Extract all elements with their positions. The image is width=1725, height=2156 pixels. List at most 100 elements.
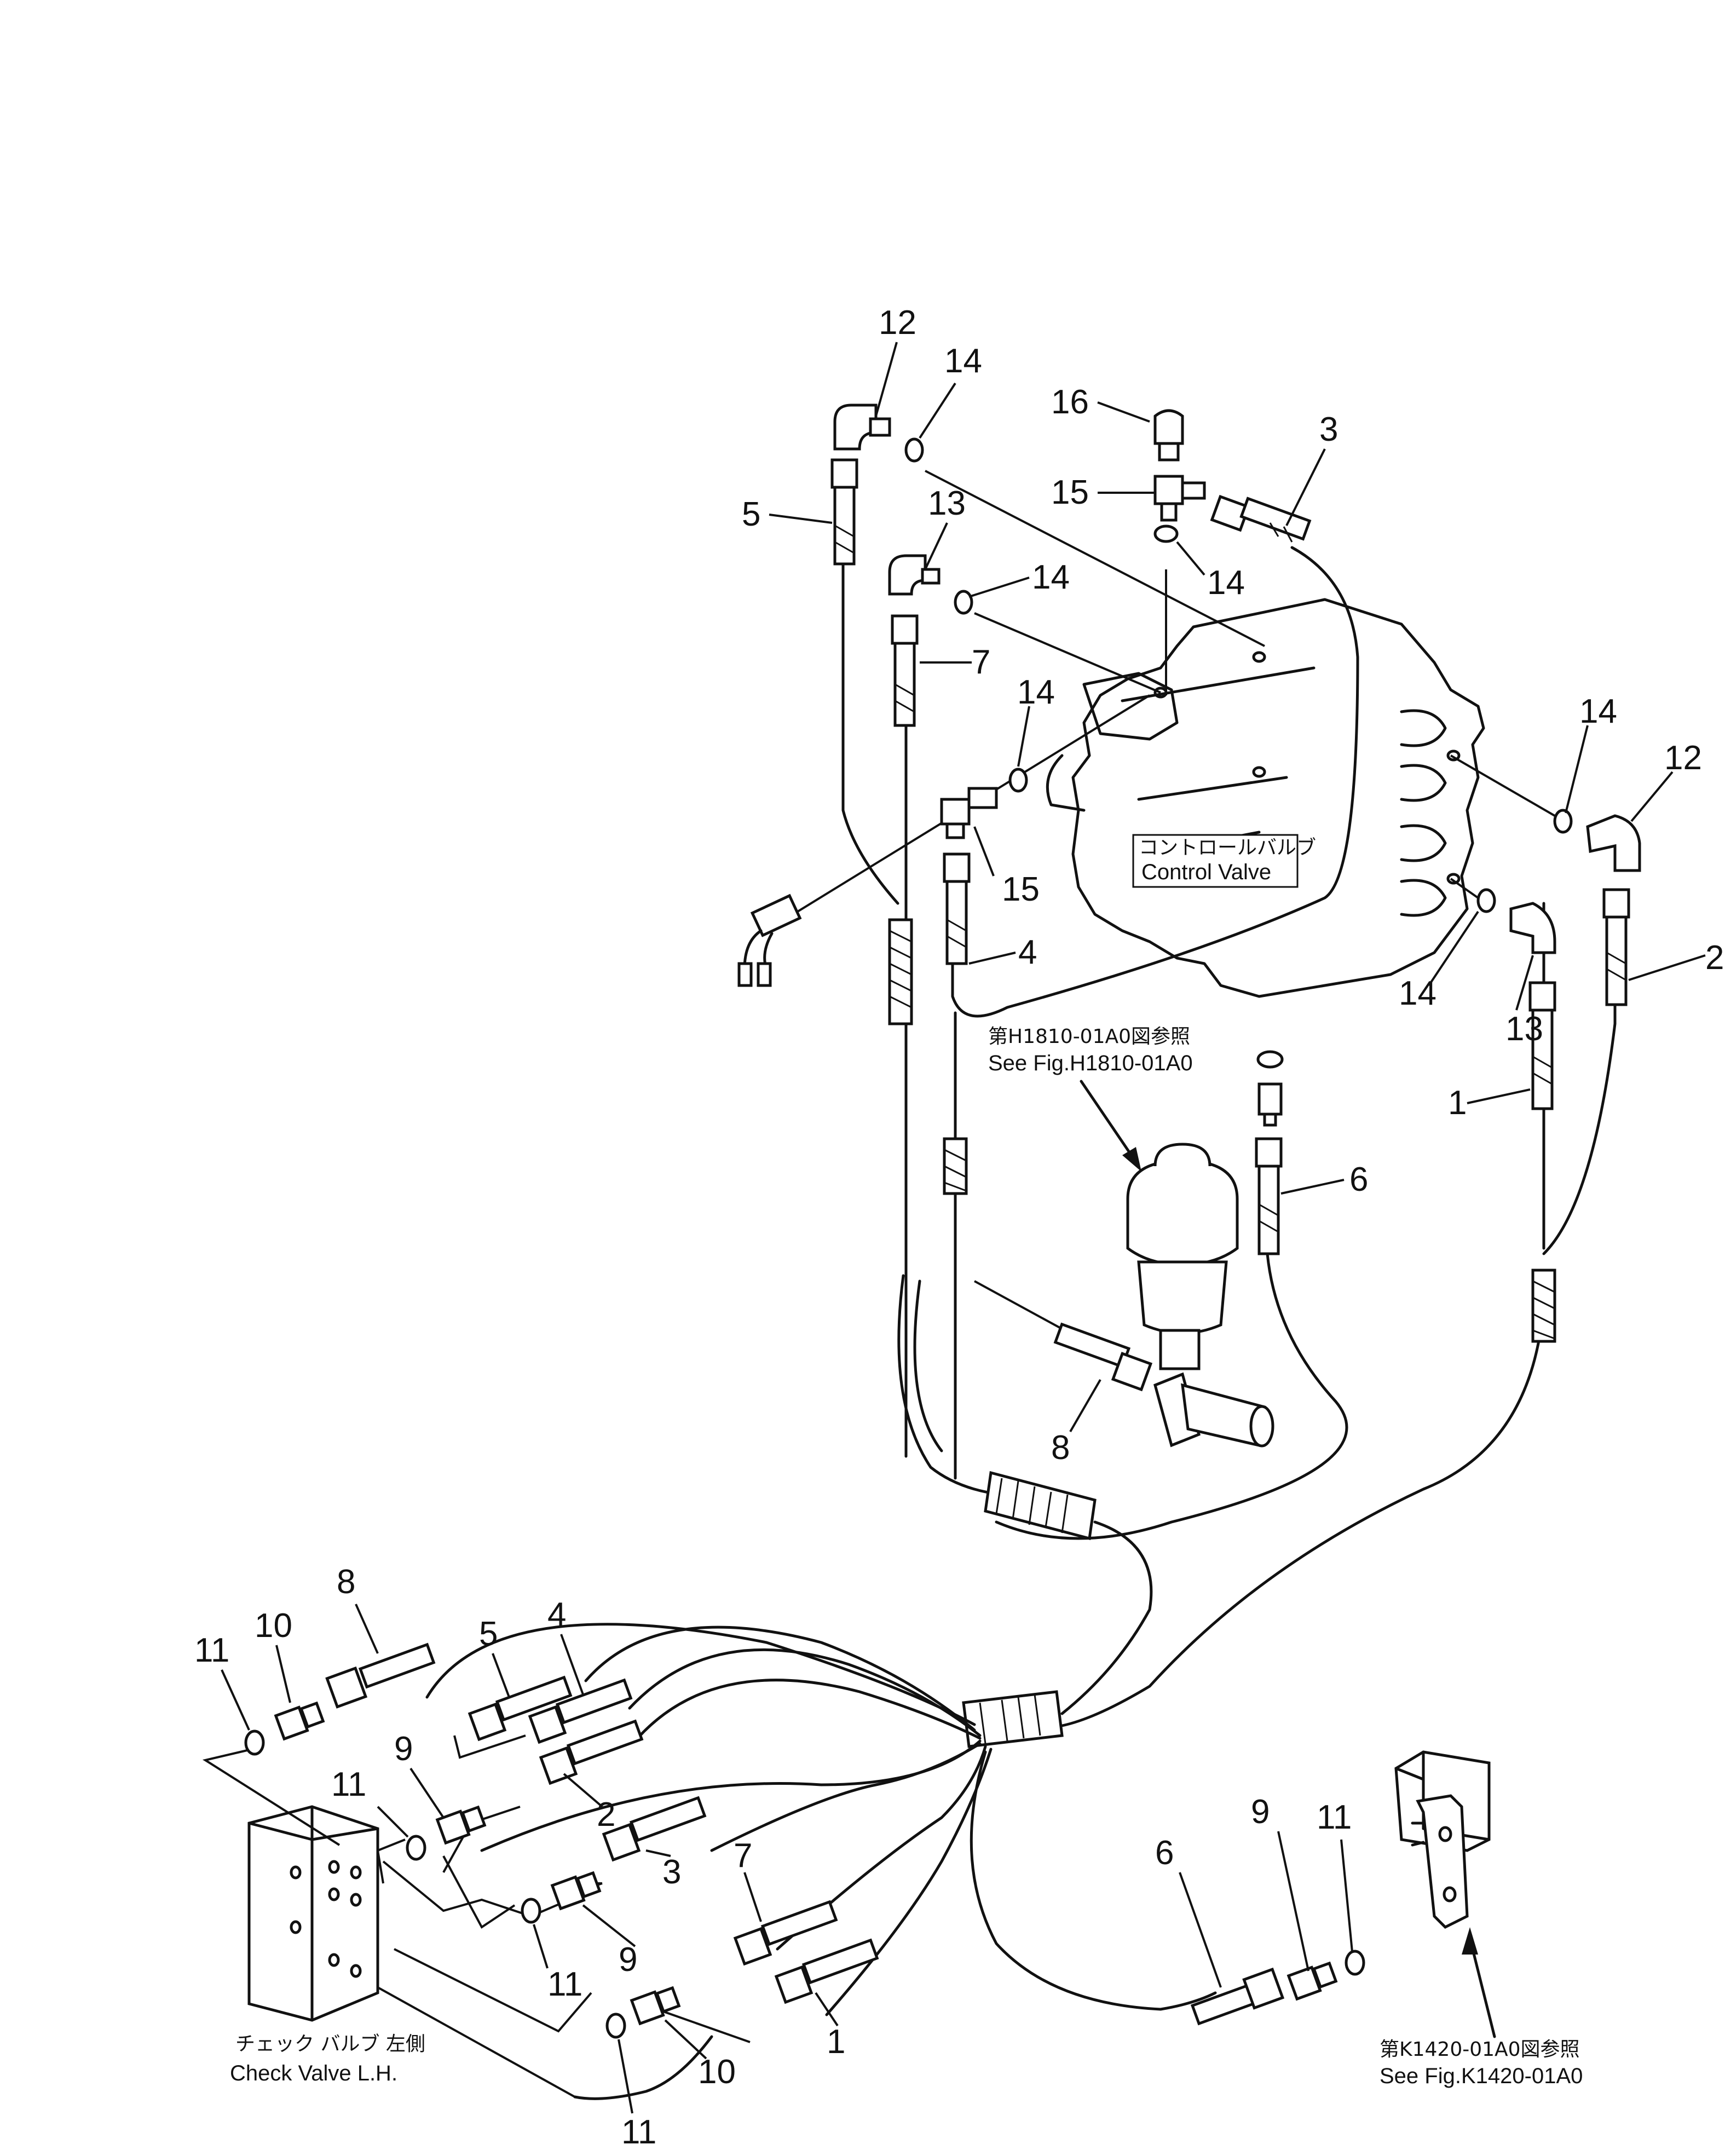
callout-4-upper: 4 xyxy=(1018,933,1037,971)
o-ring-14-f xyxy=(1476,888,1496,913)
hoses xyxy=(841,546,1617,1730)
ref-k1420-jp: 第K1420-01A0図参照 xyxy=(1380,2038,1580,2061)
callout-5-upper: 5 xyxy=(742,495,760,533)
callout-11-a: 11 xyxy=(194,1632,229,1669)
callout-10-lower: 10 xyxy=(698,2053,736,2091)
o-ring-11-c xyxy=(521,1898,541,1924)
hose-end-5-lower xyxy=(468,1675,573,1742)
check-valve-label: チェック バルブ 左側 Check Valve L.H. xyxy=(230,2033,425,2085)
control-valve-body xyxy=(1046,598,1485,998)
o-ring-14-b xyxy=(954,590,973,615)
check-valve-label-en: Check Valve L.H. xyxy=(230,2061,397,2085)
connector-10-upper xyxy=(274,1701,325,1741)
upper-connectors xyxy=(737,403,1641,1127)
callout-13-upper: 13 xyxy=(928,485,966,522)
callout-7-upper: 7 xyxy=(972,643,990,681)
callout-9-middle: 9 xyxy=(619,1941,637,1979)
control-valve-label: コントロールバルブ Control Valve xyxy=(1132,834,1316,888)
callout-8-upper: 8 xyxy=(1051,1429,1070,1467)
callout-8-lower: 8 xyxy=(337,1563,355,1601)
connector-9-middle xyxy=(550,1871,602,1911)
hose-end-5 xyxy=(830,458,858,566)
connector-16 xyxy=(1153,409,1184,462)
callout-3-upper: 3 xyxy=(1319,411,1338,448)
o-ring-11-b xyxy=(406,1835,426,1861)
callout-11-e: 11 xyxy=(1317,1798,1352,1836)
hose-sleeves xyxy=(888,918,1556,1748)
hose-sleeve-4 xyxy=(943,1137,968,1195)
lower-bundle-hoses xyxy=(425,1623,1217,2100)
callout-1-lower: 1 xyxy=(827,2023,845,2061)
callout-14-f: 14 xyxy=(1399,975,1436,1012)
elbow-12-right xyxy=(1586,814,1641,872)
callout-15-lower: 15 xyxy=(1002,871,1040,908)
callout-6-lower: 6 xyxy=(1155,1834,1174,1872)
hose-sleeve-1 xyxy=(1531,1269,1556,1343)
tee-15-upper xyxy=(1153,475,1206,522)
callout-13-right: 13 xyxy=(1505,1010,1543,1048)
control-valve-label-en: Control Valve xyxy=(1141,860,1271,884)
callout-16: 16 xyxy=(1051,383,1089,421)
callout-6-upper: 6 xyxy=(1349,1161,1368,1198)
o-ring-14-e xyxy=(1553,809,1573,834)
callout-1-upper: 1 xyxy=(1448,1084,1467,1122)
hose-end-8 xyxy=(1053,1322,1153,1392)
hose-end-6 xyxy=(1255,1137,1283,1255)
connector-9-upper xyxy=(435,1805,487,1845)
hose-end-3-lower xyxy=(602,1796,707,1862)
elbow-13-right xyxy=(1509,902,1556,954)
hose-end-2 xyxy=(1602,888,1630,1006)
callout-leaders xyxy=(221,342,1706,2114)
hose-end-4 xyxy=(943,852,971,965)
connector-10-lower xyxy=(630,1986,681,2026)
o-ring-14-c xyxy=(1153,524,1179,543)
callout-14-b: 14 xyxy=(1032,558,1070,596)
callout-10-upper: 10 xyxy=(255,1607,292,1645)
line-filter xyxy=(1126,1143,1274,1448)
o-ring-14-a xyxy=(904,437,924,463)
callout-14-c: 14 xyxy=(1207,564,1245,602)
ref-k1420-en: See Fig.K1420-01A0 xyxy=(1380,2064,1583,2088)
callout-9-right: 9 xyxy=(1251,1793,1270,1831)
callout-15-upper: 15 xyxy=(1051,474,1089,511)
hose-end-6-lower xyxy=(1190,1967,1285,2026)
callout-11-b: 11 xyxy=(331,1766,366,1803)
callout-numbers: 12 14 16 3 5 15 13 14 14 7 14 14 12 15 4… xyxy=(194,304,1724,2151)
ref-h1810-jp: 第H1810-01A0図参照 xyxy=(988,1025,1190,1048)
callout-7-lower: 7 xyxy=(734,1837,752,1875)
elbow-13-upper xyxy=(888,554,941,596)
connector-9-right xyxy=(1286,1961,1338,2001)
o-ring-14-d xyxy=(1008,768,1028,793)
o-ring-11-e xyxy=(1345,1950,1365,1976)
hose-end-1 xyxy=(1528,981,1556,1110)
hose-end-7 xyxy=(891,614,919,727)
tee-15-lower xyxy=(940,787,998,839)
callout-3-lower: 3 xyxy=(662,1853,681,1891)
callout-2-upper: 2 xyxy=(1705,939,1724,977)
check-valve-label-jp: チェック バルブ 左側 xyxy=(235,2033,425,2055)
bracket-assembly-k1420 xyxy=(1394,1750,1491,1929)
control-valve-label-jp: コントロールバルブ xyxy=(1139,837,1316,859)
elbow-12-left xyxy=(833,403,891,451)
callout-4-lower: 4 xyxy=(547,1596,566,1634)
callout-11-d: 11 xyxy=(621,2113,656,2151)
hose-end-1-lower xyxy=(774,1938,879,2004)
hose-end-2-lower xyxy=(539,1719,644,1785)
callout-14-e: 14 xyxy=(1579,693,1617,730)
ref-h1810-en: See Fig.H1810-01A0 xyxy=(988,1051,1193,1075)
callout-9-upper: 9 xyxy=(394,1730,413,1768)
ref-k1420: 第K1420-01A0図参照 See Fig.K1420-01A0 xyxy=(1380,1927,1583,2088)
check-valve-lh xyxy=(247,1805,379,2022)
filter-top-fittings xyxy=(1256,1050,1284,1127)
callout-11-c: 11 xyxy=(547,1965,582,2003)
lower-leader-lines xyxy=(202,1734,751,2098)
bundle-sleeve-upper xyxy=(984,1471,1097,1541)
hose-end-8-lower xyxy=(325,1642,436,1709)
hose-sleeve-5 xyxy=(888,918,913,1025)
callout-5-lower: 5 xyxy=(479,1615,498,1653)
hose-end-7-lower xyxy=(733,1900,838,1966)
callout-2-lower: 2 xyxy=(597,1796,615,1834)
callout-12-left: 12 xyxy=(879,304,916,342)
callout-14-a: 14 xyxy=(944,342,982,380)
